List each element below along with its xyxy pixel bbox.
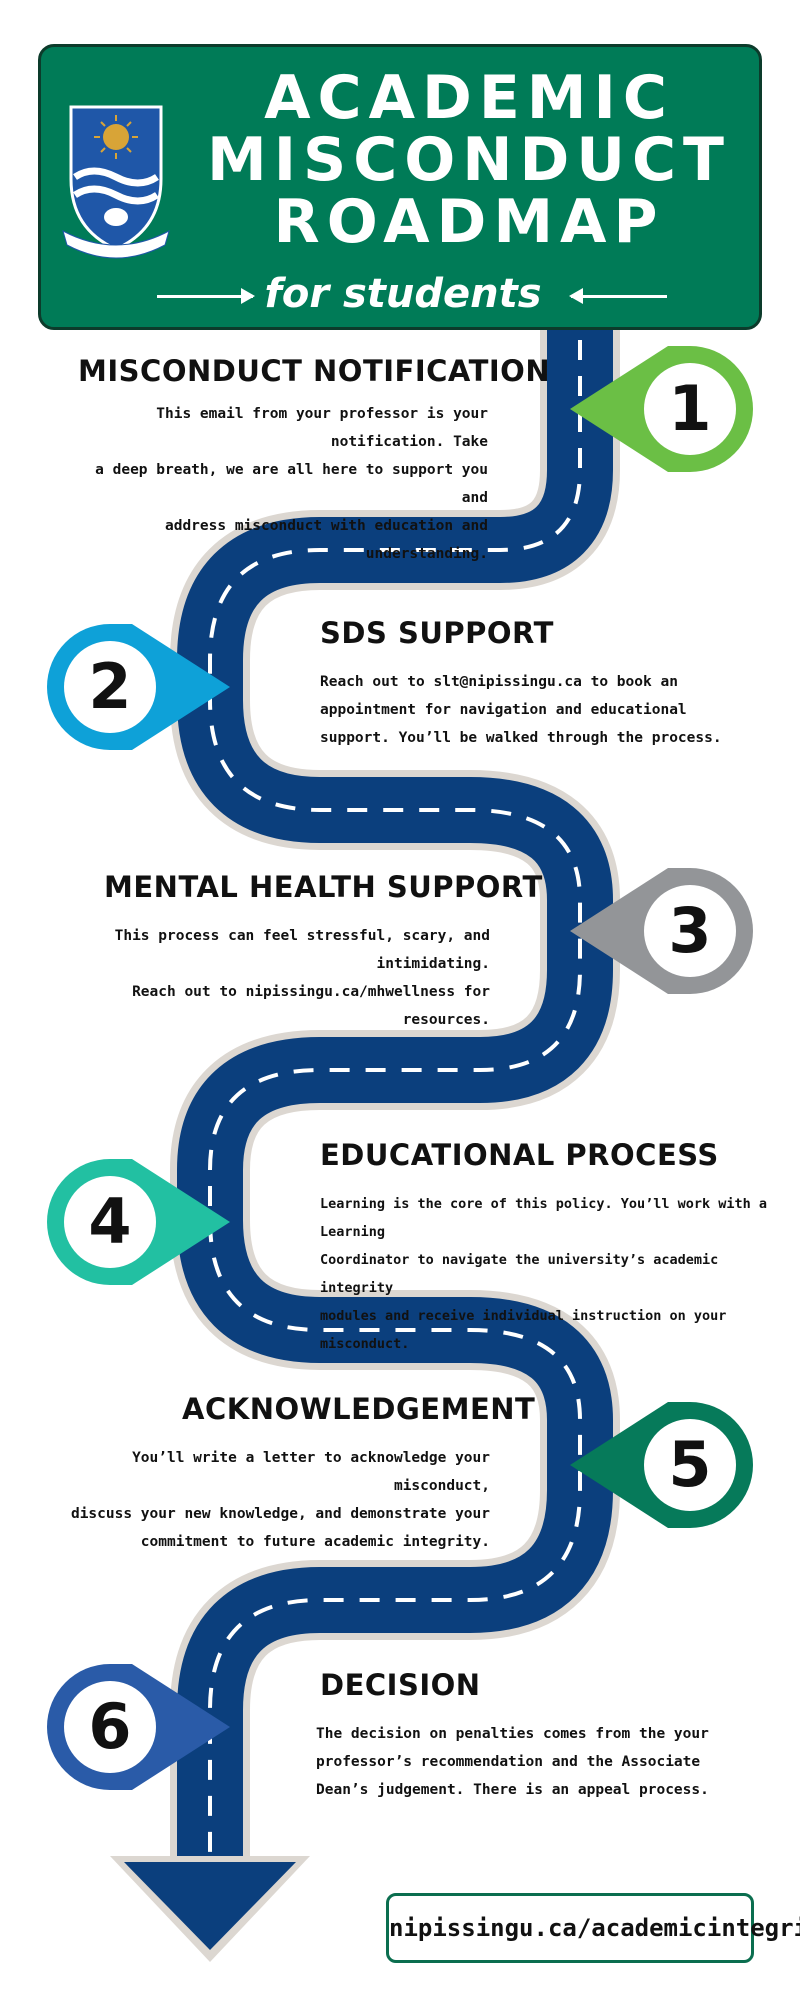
step-2-line: Reach out to slt@nipissingu.ca to book a…	[320, 674, 678, 690]
road-arrowhead	[124, 1862, 296, 1950]
step-1-line: a deep breath, we are all here to suppor…	[95, 462, 488, 506]
step-5-number: 5	[668, 1428, 712, 1501]
step-6-title: DECISION	[320, 1668, 481, 1702]
step-2-title: SDS SUPPORT	[320, 616, 554, 650]
step-6-line: Dean’s judgement. There is an appeal pro…	[316, 1782, 709, 1798]
step-3-number: 3	[668, 894, 712, 967]
step-3-line: This process can feel stressful, scary, …	[114, 928, 490, 972]
footer-link[interactable]: nipissingu.ca/academicintegrity	[389, 1914, 800, 1942]
title-line-3: ROADMAP	[273, 187, 665, 257]
step-3-line: Reach out to nipissingu.ca/mhwellness fo…	[132, 984, 490, 1028]
step-5-marker	[570, 1402, 753, 1528]
step-4-line: Coordinator to navigate the university’s…	[320, 1252, 719, 1296]
step-2-body: Reach out to slt@nipissingu.ca to book a…	[320, 668, 770, 752]
page-title: ACADEMIC MISCONDUCT ROADMAP	[189, 67, 749, 253]
step-1-line: address misconduct with education and un…	[164, 518, 488, 562]
right-arrow-icon	[157, 288, 255, 304]
step-6-line: The decision on penalties comes from the…	[316, 1726, 709, 1742]
step-2-line: appointment for navigation and education…	[320, 702, 687, 718]
step-5-body: You’ll write a letter to acknowledge you…	[50, 1444, 490, 1556]
step-1-marker	[570, 346, 753, 472]
step-3-marker	[570, 868, 753, 994]
step-2-number: 2	[88, 650, 132, 723]
step-5-title: ACKNOWLEDGEMENT	[182, 1392, 536, 1426]
step-4-number: 4	[88, 1185, 132, 1258]
step-6-marker	[47, 1664, 230, 1790]
title-line-2: MISCONDUCT	[207, 125, 731, 195]
step-1-body: This email from your professor is your n…	[70, 400, 488, 568]
step-1-title: MISCONDUCT NOTIFICATION	[78, 354, 551, 388]
step-2-marker	[47, 624, 230, 750]
header-banner: ACADEMIC MISCONDUCT ROADMAP for students	[38, 44, 762, 330]
step-4-line: modules and receive individual instructi…	[320, 1308, 727, 1352]
step-2-line: support. You’ll be walked through the pr…	[320, 730, 722, 746]
step-5-line: discuss your new knowledge, and demonstr…	[70, 1506, 490, 1522]
step-4-body: Learning is the core of this policy. You…	[320, 1190, 790, 1358]
step-6-line: professor’s recommendation and the Assoc…	[316, 1754, 701, 1770]
left-arrow-icon	[569, 288, 667, 304]
crest-logo	[62, 105, 170, 259]
step-1-line: This email from your professor is your n…	[156, 406, 488, 450]
step-3-title: MENTAL HEALTH SUPPORT	[104, 870, 543, 904]
road-center-line	[208, 340, 582, 1880]
step-4-marker	[47, 1159, 230, 1285]
step-4-title: EDUCATIONAL PROCESS	[320, 1138, 719, 1172]
page-subtitle: for students	[264, 271, 542, 317]
title-line-1: ACADEMIC	[264, 63, 674, 133]
step-4-line: Learning is the core of this policy. You…	[320, 1196, 768, 1240]
step-3-body: This process can feel stressful, scary, …	[60, 922, 490, 1034]
step-6-body: The decision on penalties comes from the…	[316, 1720, 756, 1804]
step-6-number: 6	[88, 1690, 132, 1763]
step-5-line: You’ll write a letter to acknowledge you…	[132, 1450, 490, 1494]
footer-link-box[interactable]: nipissingu.ca/academicintegrity	[386, 1893, 800, 1963]
step-5-line: commitment to future academic integrity.	[140, 1534, 490, 1550]
step-1-number: 1	[668, 372, 712, 445]
